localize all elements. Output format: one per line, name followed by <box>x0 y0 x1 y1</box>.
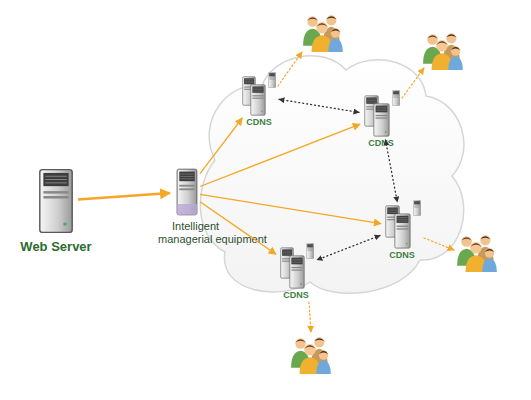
user-group <box>291 337 331 374</box>
user-group <box>303 15 343 52</box>
server-icon <box>392 90 399 105</box>
cdn-node: CDNS <box>383 205 421 249</box>
user-group <box>457 235 497 272</box>
node-label: CDNS <box>368 138 394 148</box>
delivery-arrow <box>278 52 302 86</box>
manager-node: Intelligent managerial equipment <box>174 168 198 216</box>
cloud-shape <box>200 56 464 294</box>
flow-arrow <box>200 124 360 186</box>
node-label: CDNS <box>283 290 309 300</box>
node-label: Intelligent managerial equipment <box>158 220 270 246</box>
server-icon <box>290 256 304 288</box>
cdn-node: CDNS <box>278 247 314 289</box>
node-label: CDNS <box>246 117 272 127</box>
node-label: Web Server <box>20 239 91 254</box>
server-icon <box>413 200 420 215</box>
server-icon <box>395 214 410 248</box>
delivery-arrow <box>309 302 311 332</box>
sync-connector <box>317 236 380 260</box>
cdn-node: CDNS <box>242 76 276 116</box>
web-server-icon <box>40 170 72 233</box>
manager-icon <box>177 169 197 215</box>
manager-base <box>177 204 197 215</box>
cdn-node: CDNS <box>362 95 400 137</box>
server-node: Web Server <box>38 168 74 234</box>
server-icon <box>306 243 313 258</box>
flow-arrow <box>200 118 242 174</box>
sync-connector <box>279 99 359 112</box>
sync-connector <box>386 140 398 202</box>
delivery-arrow <box>424 238 454 250</box>
user-group <box>423 33 463 70</box>
delivery-arrow <box>402 68 424 98</box>
server-icon <box>374 104 389 136</box>
node-label: CDNS <box>389 250 415 260</box>
server-icon <box>251 85 265 115</box>
flow-arrow <box>200 194 381 223</box>
flow-arrow <box>78 193 170 199</box>
server-icon <box>268 72 275 87</box>
